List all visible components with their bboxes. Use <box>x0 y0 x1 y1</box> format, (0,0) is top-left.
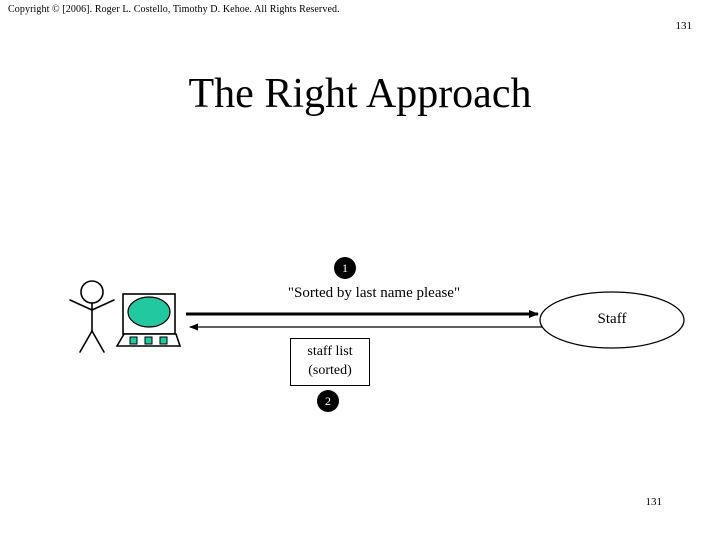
stick-figure-head-icon <box>80 280 104 304</box>
stick-figure-right-leg-icon <box>91 330 105 353</box>
page-number-top: 131 <box>675 20 693 32</box>
sequence-badge-1: 1 <box>334 257 356 279</box>
stick-figure-icon <box>69 280 115 353</box>
page-number-bottom: 131 <box>645 496 663 508</box>
stick-figure-left-arm-icon <box>69 299 93 311</box>
sequence-badge-2: 2 <box>317 390 339 412</box>
monitor-button-3-icon <box>159 336 168 345</box>
response-data-line-2: (sorted) <box>308 363 352 378</box>
monitor-button-1-icon <box>129 336 138 345</box>
computer-monitor-icon <box>115 293 182 347</box>
staff-entity-ellipse <box>539 291 685 349</box>
response-data-line-1: staff list <box>307 344 353 359</box>
stick-figure-left-leg-icon <box>79 330 93 353</box>
monitor-screen-icon <box>127 296 171 328</box>
monitor-button-2-icon <box>144 336 153 345</box>
copyright-notice: Copyright © [2006]. Roger L. Costello, T… <box>8 4 340 15</box>
page-title: The Right Approach <box>188 71 532 117</box>
stick-figure-right-arm-icon <box>91 299 115 311</box>
response-data-box: staff list (sorted) <box>290 338 370 386</box>
request-message-label: "Sorted by last name please" <box>287 285 461 301</box>
staff-entity-label: Staff <box>597 311 627 327</box>
